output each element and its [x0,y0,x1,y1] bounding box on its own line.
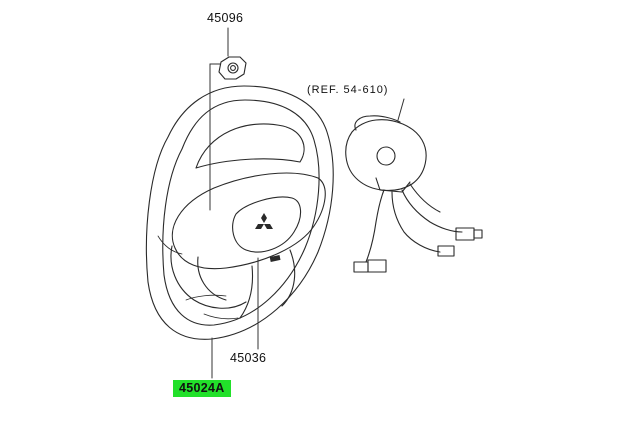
emblem-mark [269,255,281,262]
part-label-horn-pad: 45036 [230,351,267,365]
steering-wheel [145,85,334,340]
clock-spring [345,115,483,273]
nut-icon [218,56,247,80]
leader-lines [209,27,405,379]
part-label-steering-wheel-highlighted[interactable]: 45024A [173,380,231,397]
mitsubishi-logo-icon [255,213,273,229]
part-label-nut: 45096 [207,11,244,25]
part-label-clock-spring-ref: (REF. 54-610) [307,84,389,96]
